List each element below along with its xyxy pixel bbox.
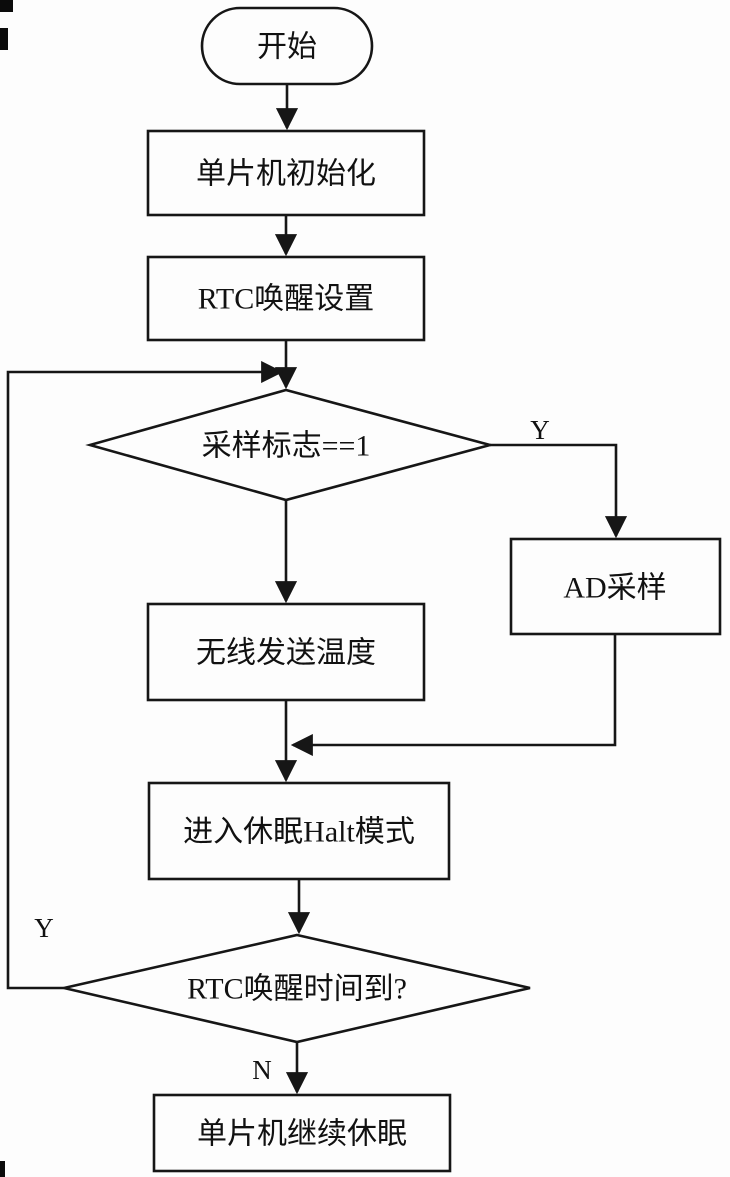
enter-halt-node-label: 进入休眠Halt模式 — [183, 816, 415, 849]
wireless-send-node: 无线发送温度 — [146, 602, 426, 702]
keep-sleep-node-label: 单片机继续休眠 — [197, 1118, 407, 1151]
mcu-init-node: 单片机初始化 — [146, 129, 426, 217]
enter-halt-node-shape — [147, 781, 451, 881]
wireless-send-node-label: 无线发送温度 — [196, 637, 376, 670]
edge-rtccheck-yes-feedback — [6, 360, 284, 990]
enter-halt-node: 进入休眠Halt模式 — [147, 781, 451, 881]
label-flagcheck-yes: Y — [530, 415, 550, 445]
mcu-init-node-shape — [146, 129, 426, 217]
start-node-label: 开始 — [257, 31, 317, 64]
rtc-wake-setup-node: RTC唤醒设置 — [146, 255, 426, 342]
label-rtccheck-yes: Y — [34, 913, 54, 943]
scan-artifact-top-left — [0, 0, 13, 12]
sample-flag-decision-label: 采样标志==1 — [202, 430, 371, 463]
rtc-time-decision-node: RTC唤醒时间到? — [63, 933, 531, 1044]
rtc-wake-setup-node-label: RTC唤醒设置 — [198, 283, 375, 316]
start-node-shape — [200, 6, 374, 86]
keep-sleep-node: 单片机继续休眠 — [152, 1093, 452, 1173]
mcu-init-node-label: 单片机初始化 — [196, 158, 376, 191]
rtc-time-decision-label: RTC唤醒时间到? — [187, 973, 407, 1006]
sample-flag-decision-shape — [85, 388, 495, 502]
start-node: 开始 — [200, 6, 374, 86]
label-rtccheck-no: N — [252, 1055, 272, 1085]
wireless-send-node-shape — [146, 602, 426, 702]
edge-flagcheck-yes-to-adsample — [490, 443, 628, 539]
sample-flag-decision-node: 采样标志==1 — [85, 388, 495, 502]
ad-sample-node: AD采样 — [509, 537, 722, 636]
ad-sample-node-shape — [509, 537, 722, 636]
keep-sleep-node-shape — [152, 1093, 452, 1173]
scan-artifact-bottom-left — [0, 1161, 5, 1177]
scan-artifact-left-edge — [0, 28, 8, 50]
rtc-wake-setup-node-shape — [146, 255, 426, 342]
rtc-time-decision-shape — [63, 933, 531, 1044]
ad-sample-node-label: AD采样 — [563, 572, 666, 605]
edge-adsample-to-mainline — [290, 634, 617, 757]
